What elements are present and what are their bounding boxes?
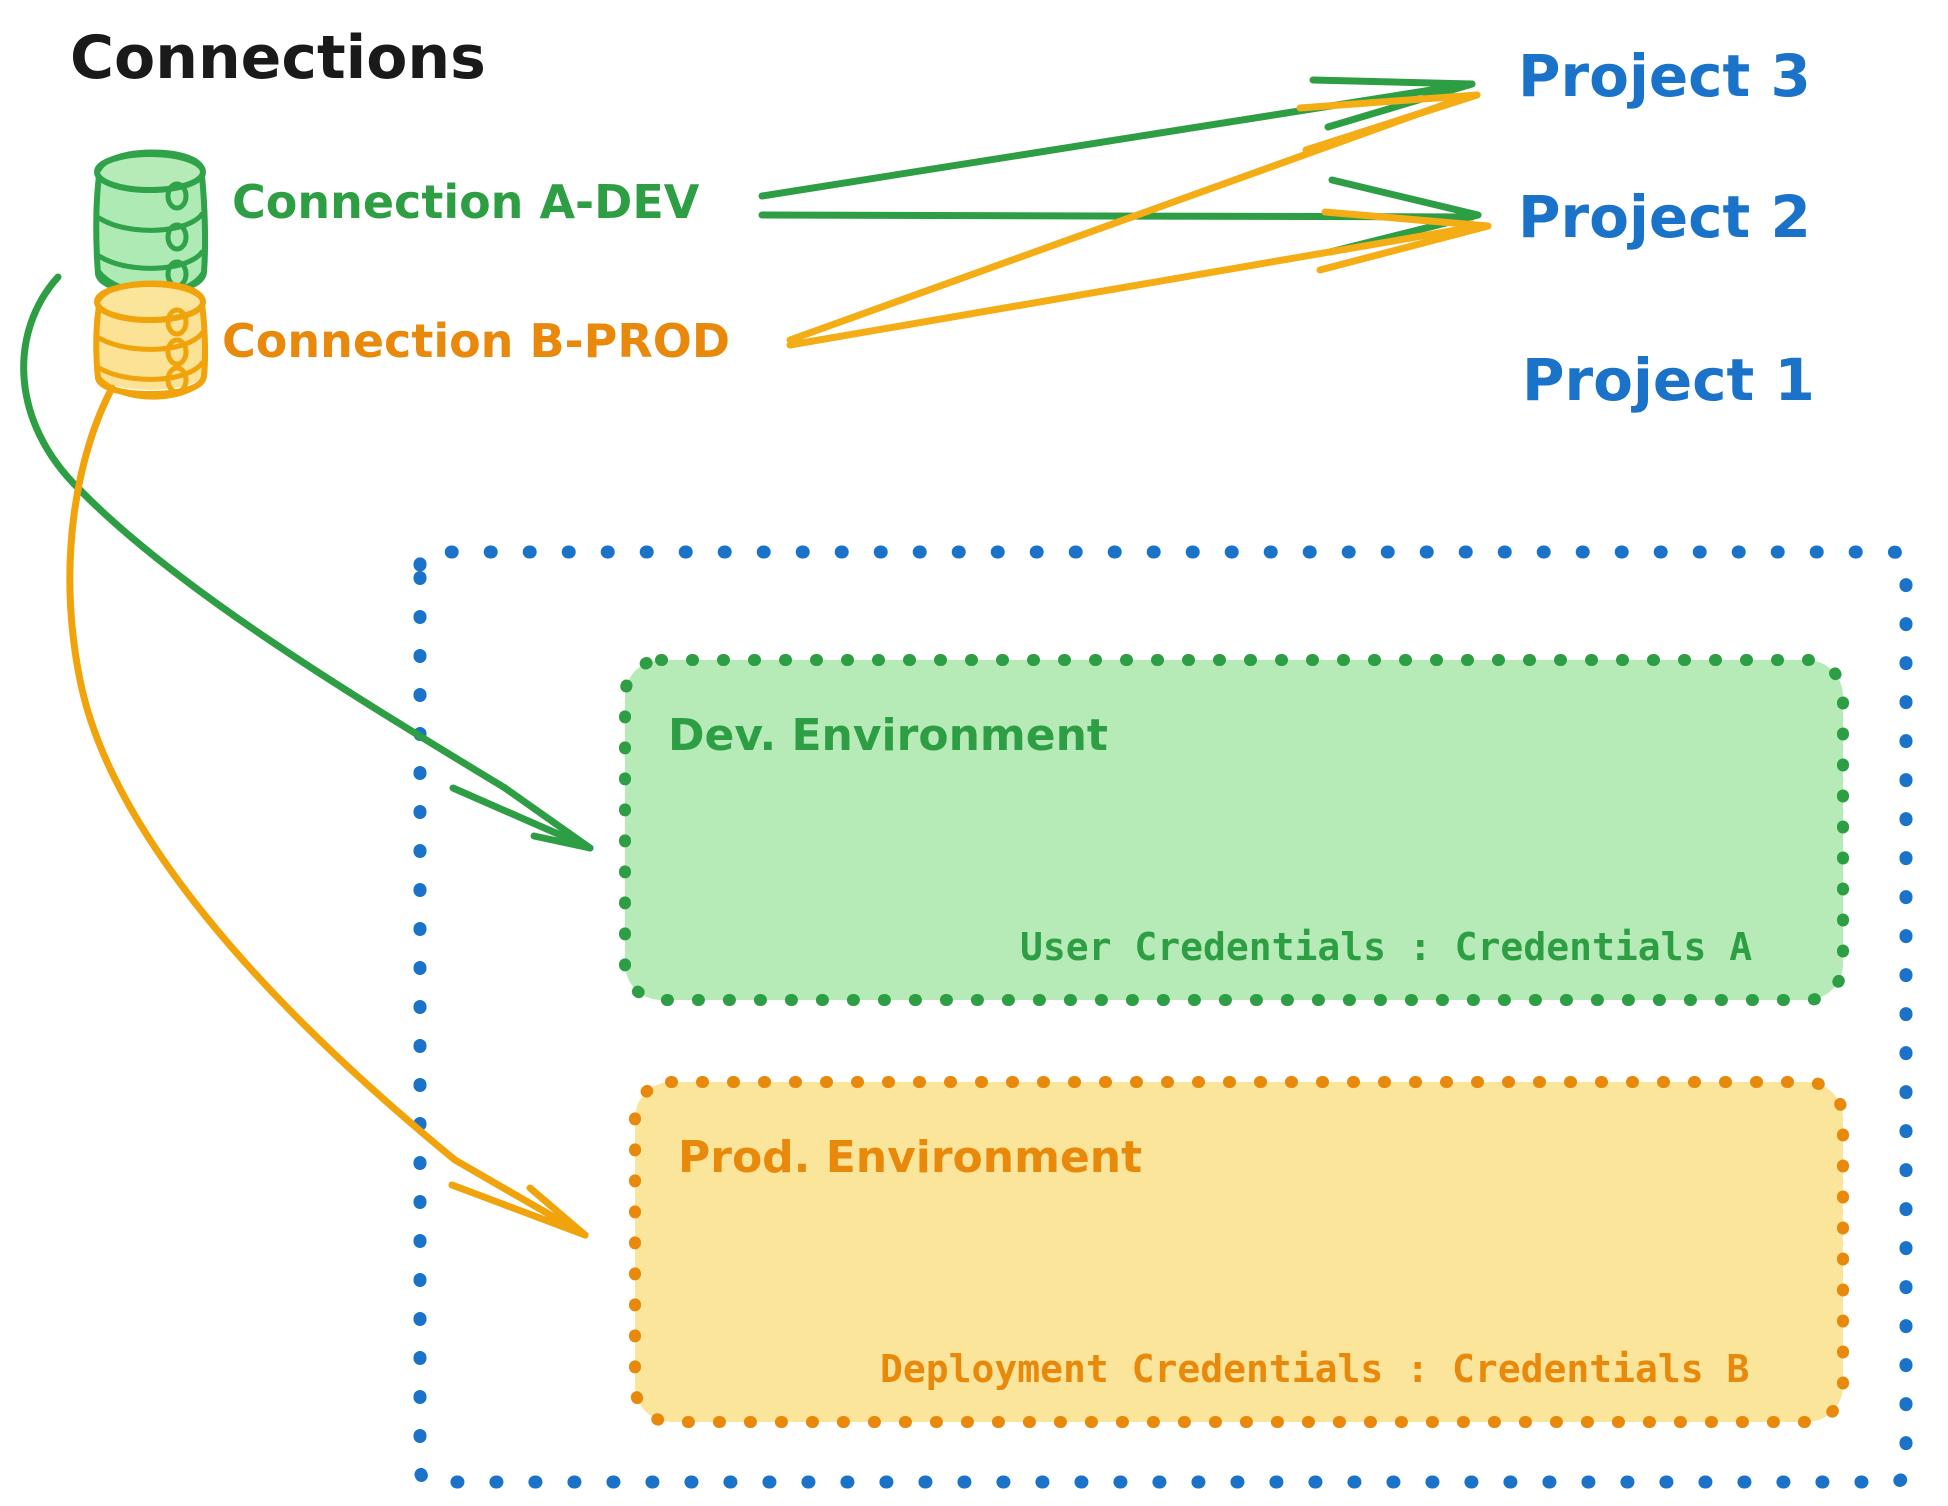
dev-environment-fill (625, 660, 1843, 1000)
dev-environment-credentials: User Credentials : Credentials A (1020, 925, 1752, 969)
project-1-label[interactable]: Project 1 (1522, 346, 1815, 414)
database-icon-orange[interactable] (93, 280, 209, 400)
connection-b-prod-label: Connection B-PROD (222, 314, 730, 368)
dev-environment-title: Dev. Environment (668, 710, 1108, 761)
project-2-label[interactable]: Project 2 (1518, 183, 1811, 251)
dev-environment-box[interactable] (619, 654, 1849, 1006)
curve-orange-to-prod-environment (66, 384, 589, 1239)
dev-environment-border (619, 654, 1849, 1006)
database-icon-green[interactable] (93, 149, 209, 296)
project-3-label[interactable]: Project 3 (1518, 42, 1811, 110)
curve-green-to-dev-environment (20, 273, 594, 852)
page-title: Connections (70, 23, 486, 93)
arrow-orange-to-project2 (786, 208, 1492, 349)
prod-environment-credentials: Deployment Credentials : Credentials B (880, 1347, 1749, 1391)
prod-environment-title: Prod. Environment (678, 1132, 1142, 1183)
prod-environment-box[interactable] (629, 1076, 1849, 1428)
prod-environment-fill (635, 1082, 1843, 1422)
arrow-green-to-project3 (758, 76, 1476, 200)
connection-a-dev-label: Connection A-DEV (232, 175, 700, 229)
arrow-orange-to-project3 (786, 91, 1481, 344)
